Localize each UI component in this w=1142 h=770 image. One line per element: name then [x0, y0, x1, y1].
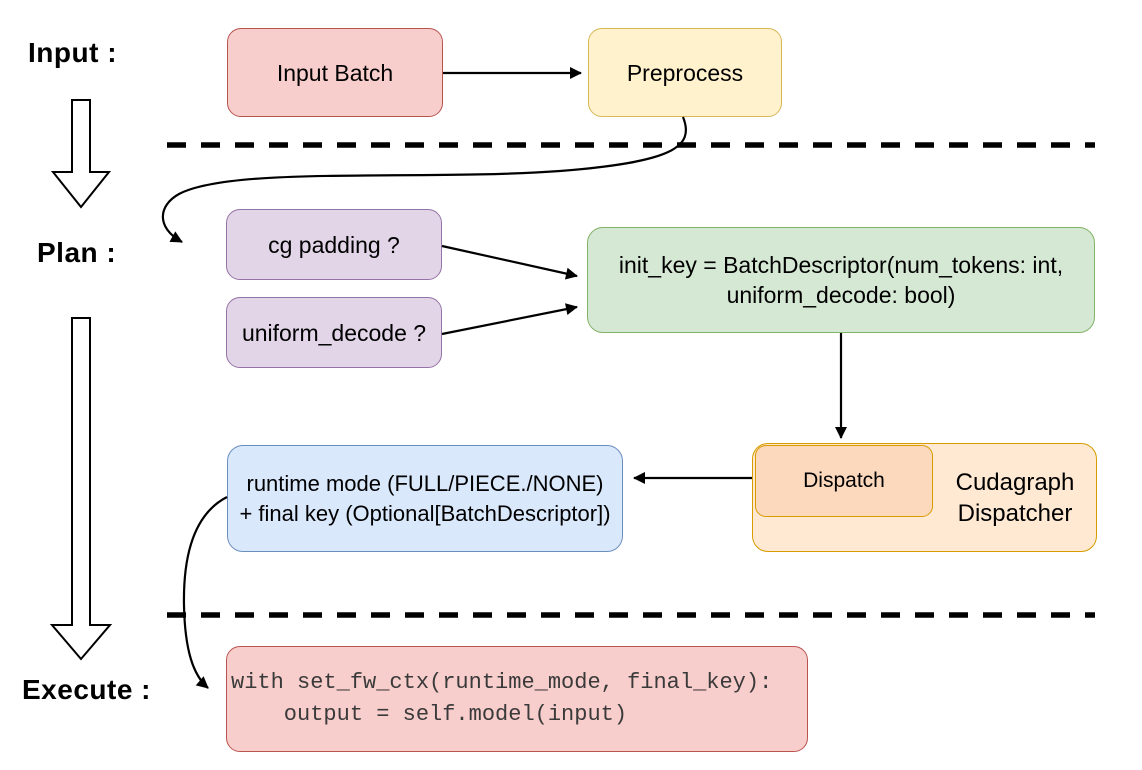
- node-preprocess: Preprocess: [588, 28, 782, 117]
- cg-padding-label: cg padding ?: [268, 231, 400, 258]
- node-dispatch: Dispatch: [755, 445, 933, 517]
- runtime-result-line2: + final key (Optional[BatchDescriptor]): [239, 500, 611, 526]
- node-init-key: init_key = BatchDescriptor(num_tokens: i…: [587, 227, 1095, 333]
- arrow-cg-padding-to-init-key: [441, 244, 578, 280]
- node-input-batch: Input Batch: [227, 28, 443, 117]
- input-stage-label: Input :: [28, 37, 118, 68]
- preprocess-label: Preprocess: [626, 59, 744, 86]
- uniform-decode-label: uniform_decode ?: [241, 319, 427, 346]
- node-execute-code: with set_fw_ctx(runtime_mode, final_key)…: [226, 646, 808, 752]
- node-runtime-result: runtime mode (FULL/PIECE./NONE) + final …: [227, 445, 623, 552]
- node-uniform-decode: uniform_decode ?: [226, 297, 442, 368]
- execute-code-line2: output = self.model(input): [231, 702, 628, 727]
- cudagraph-dispatcher-label: Cudagraph Dispatcher: [935, 443, 1095, 552]
- cudagraph-dispatcher-line2: Dispatcher: [957, 499, 1073, 527]
- execute-code-line1: with set_fw_ctx(runtime_mode, final_key)…: [231, 670, 773, 695]
- dispatch-label: Dispatch: [803, 469, 885, 492]
- init-key-line2: uniform_decode: bool): [726, 282, 956, 308]
- cudagraph-dispatcher-line1: Cudagraph: [955, 468, 1075, 496]
- arrow-runtime-result-to-execute: [182, 496, 228, 689]
- input-batch-label: Input Batch: [276, 59, 394, 86]
- init-key-line1: init_key = BatchDescriptor(num_tokens: i…: [618, 252, 1064, 278]
- plan-stage-arrow-icon: [49, 317, 113, 661]
- runtime-result-line1: runtime mode (FULL/PIECE./NONE): [246, 470, 604, 496]
- input-stage-arrow-icon: [50, 99, 112, 209]
- plan-stage-label: Plan :: [37, 237, 117, 268]
- node-cg-padding: cg padding ?: [226, 209, 442, 280]
- arrow-uniform-decode-to-init-key: [441, 303, 578, 336]
- execute-stage-label: Execute :: [22, 674, 151, 705]
